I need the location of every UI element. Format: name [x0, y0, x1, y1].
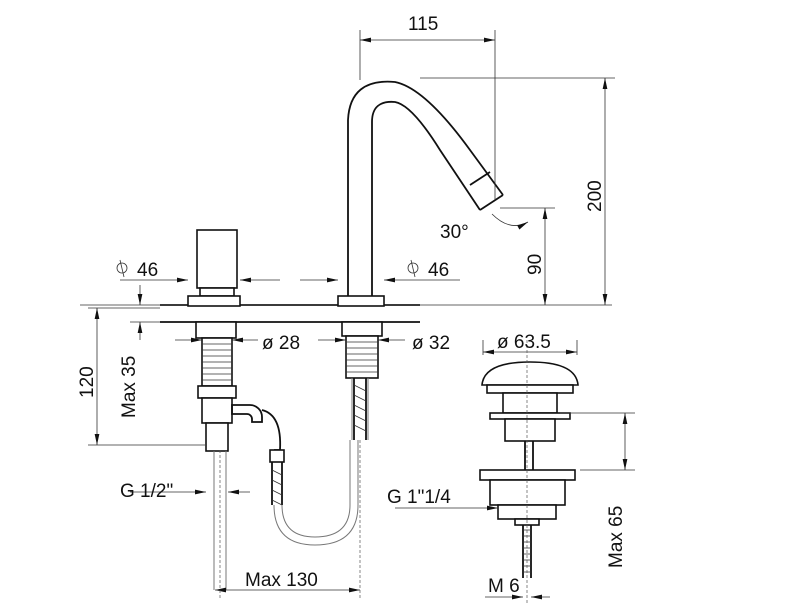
- max-deck-thickness-label: Max 35: [119, 356, 140, 418]
- dimension-lines: [88, 30, 635, 605]
- flexible-hose: [273, 440, 359, 546]
- waste-rod-label: M 6: [488, 576, 520, 597]
- hose-spacing-label: Max 130: [245, 570, 318, 591]
- shank-length-label: 120: [77, 366, 98, 398]
- outlet-height-label: 90: [525, 254, 546, 275]
- spout-base-diameter-label: 46: [428, 260, 449, 281]
- mixer-handle: [187, 229, 285, 590]
- waste-thread-label: G 1"1/4: [387, 487, 451, 508]
- waste-max-thickness-label: Max 65: [606, 506, 627, 568]
- spout: [337, 80, 504, 440]
- inlet-thread-label: G 1/2": [120, 481, 173, 502]
- spout-shank-diameter-label: ø 32: [412, 333, 450, 354]
- handle-diameter-label: 46: [137, 260, 158, 281]
- deck-plate: [80, 304, 612, 323]
- spout-reach-label: 115: [408, 14, 438, 35]
- diameter-icon: [116, 259, 128, 278]
- handle-shank-diameter-label: ø 28: [262, 333, 300, 354]
- spout-angle-label: 30°: [440, 222, 469, 243]
- waste-diameter-label: ø 63.5: [497, 332, 551, 353]
- diameter-icon: [407, 259, 419, 278]
- total-height-label: 200: [585, 180, 606, 212]
- waste-valve: [479, 361, 579, 578]
